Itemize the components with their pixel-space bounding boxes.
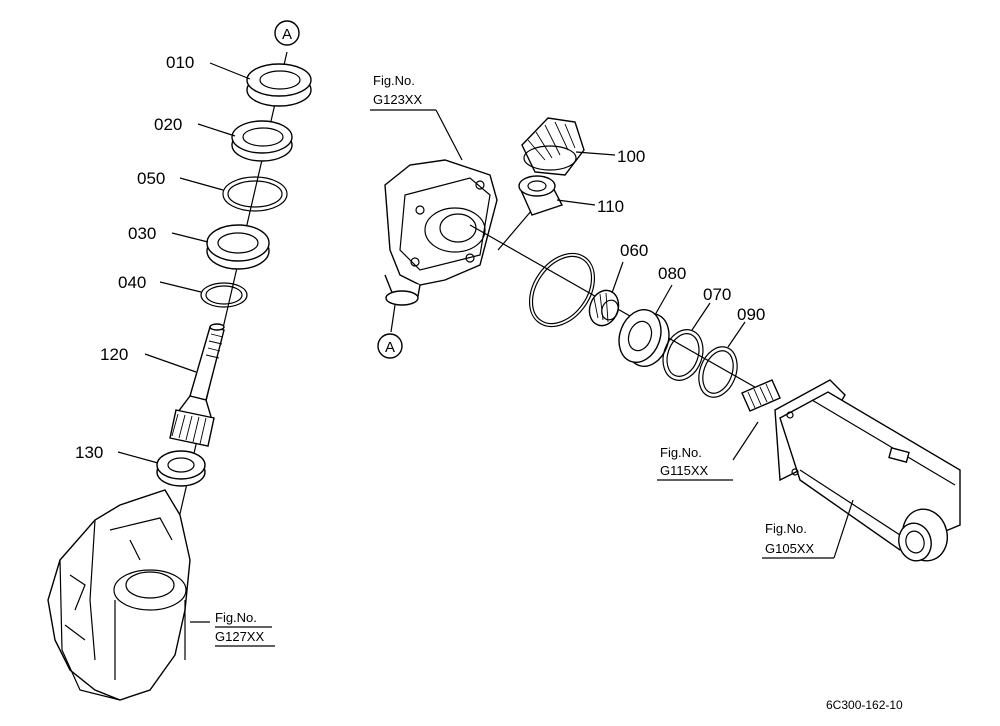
label-130: 130 bbox=[75, 443, 103, 462]
label-080: 080 bbox=[658, 264, 686, 283]
leader-050 bbox=[179, 177, 224, 191]
ref-g115-line2: G115XX bbox=[660, 463, 709, 478]
leader-020 bbox=[197, 123, 236, 137]
svg-text:A: A bbox=[385, 339, 395, 356]
part-010-oil-seal bbox=[246, 63, 312, 107]
part-030-bearing bbox=[206, 224, 270, 270]
part-050-circlip bbox=[222, 176, 288, 212]
ref-g127-line1: Fig.No. bbox=[215, 610, 257, 625]
label-110: 110 bbox=[597, 197, 624, 216]
drive-tube-housing bbox=[774, 379, 961, 562]
part-120-pinion-shaft bbox=[169, 323, 225, 447]
part-070-ring bbox=[662, 329, 704, 381]
leader-080 bbox=[654, 284, 673, 316]
label-040: 040 bbox=[118, 273, 146, 292]
label-010: 010 bbox=[166, 53, 194, 72]
leader-g105 bbox=[833, 499, 854, 559]
ref-g115-line1: Fig.No. bbox=[660, 445, 702, 460]
svg-text:A: A bbox=[282, 26, 292, 43]
part-080-bearing bbox=[618, 309, 670, 367]
part-130-bearing bbox=[156, 450, 206, 487]
marker-a-top: A bbox=[274, 20, 300, 46]
leader-030 bbox=[171, 232, 209, 243]
spline-shaft bbox=[741, 379, 781, 412]
lower-gear-housing bbox=[47, 489, 191, 701]
label-050: 050 bbox=[137, 169, 165, 188]
leader-g115 bbox=[732, 421, 759, 461]
label-060: 060 bbox=[620, 241, 648, 260]
ref-g123-line1: Fig.No. bbox=[373, 73, 415, 88]
leader-120 bbox=[144, 353, 197, 373]
drawing-code: 6C300-162-10 bbox=[826, 698, 903, 712]
part-020-bearing bbox=[231, 120, 293, 162]
label-020: 020 bbox=[154, 115, 182, 134]
ref-g127-line2: G127XX bbox=[215, 629, 264, 644]
marker-a-middle: A bbox=[377, 333, 403, 359]
leader-110 bbox=[556, 199, 596, 206]
leader-040 bbox=[159, 281, 202, 293]
pinion-axis-line bbox=[497, 209, 533, 251]
leader-100 bbox=[575, 151, 616, 156]
ref-g123-line2: G123XX bbox=[373, 92, 422, 107]
leader-marker-a-mid bbox=[390, 304, 396, 333]
label-030: 030 bbox=[128, 224, 156, 243]
part-090-circlip bbox=[698, 346, 738, 398]
leader-010 bbox=[209, 62, 251, 80]
part-060-nut bbox=[588, 289, 620, 327]
leader-060 bbox=[611, 261, 624, 294]
label-070: 070 bbox=[703, 285, 731, 304]
middle-bevel-housing bbox=[384, 159, 498, 306]
part-100-bevel-gear bbox=[521, 117, 585, 176]
ref-g105-line1: Fig.No. bbox=[765, 521, 807, 536]
label-090: 090 bbox=[737, 305, 765, 324]
ref-g105-line2: G105XX bbox=[765, 541, 814, 556]
leader-070 bbox=[691, 302, 711, 331]
part-110-bearing bbox=[518, 175, 563, 216]
o-ring-large bbox=[528, 252, 596, 328]
leader-090 bbox=[727, 321, 746, 348]
part-040-ring bbox=[200, 282, 248, 308]
leader-130 bbox=[117, 451, 159, 464]
label-120: 120 bbox=[100, 345, 128, 364]
label-100: 100 bbox=[617, 147, 645, 166]
leader-g123 bbox=[435, 109, 463, 161]
